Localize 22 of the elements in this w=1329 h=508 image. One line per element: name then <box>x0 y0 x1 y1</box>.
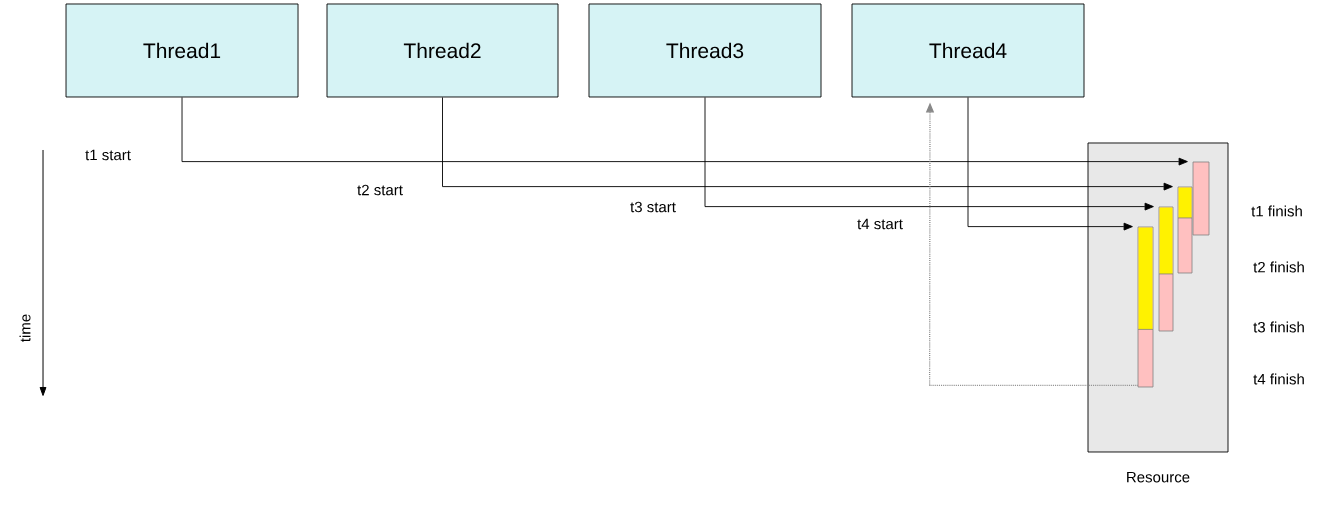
thread-box: Thread4 <box>851 3 1085 98</box>
time-label: t3 finish <box>1253 321 1304 333</box>
time-label: t4 start <box>857 218 903 230</box>
node-label: Resource <box>1127 471 1190 483</box>
thread-box: Thread1 <box>65 3 299 98</box>
axis-label: time <box>19 314 31 342</box>
arrow <box>442 97 1173 191</box>
time-label: t2 start <box>357 184 403 196</box>
bar <box>1177 186 1193 274</box>
time-label: t4 finish <box>1253 373 1304 385</box>
thread-box: Thread3 <box>588 3 822 98</box>
bar <box>1158 206 1174 332</box>
time-label: t1 start <box>85 149 131 161</box>
bar <box>1192 161 1210 236</box>
arrow <box>181 97 1188 166</box>
bar <box>1137 226 1154 388</box>
time-label: t3 start <box>630 201 676 213</box>
arrow <box>704 97 1154 211</box>
thread-box: Thread2 <box>326 3 559 98</box>
time-label: t1 finish <box>1251 205 1302 217</box>
time-label: t2 finish <box>1253 261 1304 273</box>
arrow <box>967 97 1133 231</box>
